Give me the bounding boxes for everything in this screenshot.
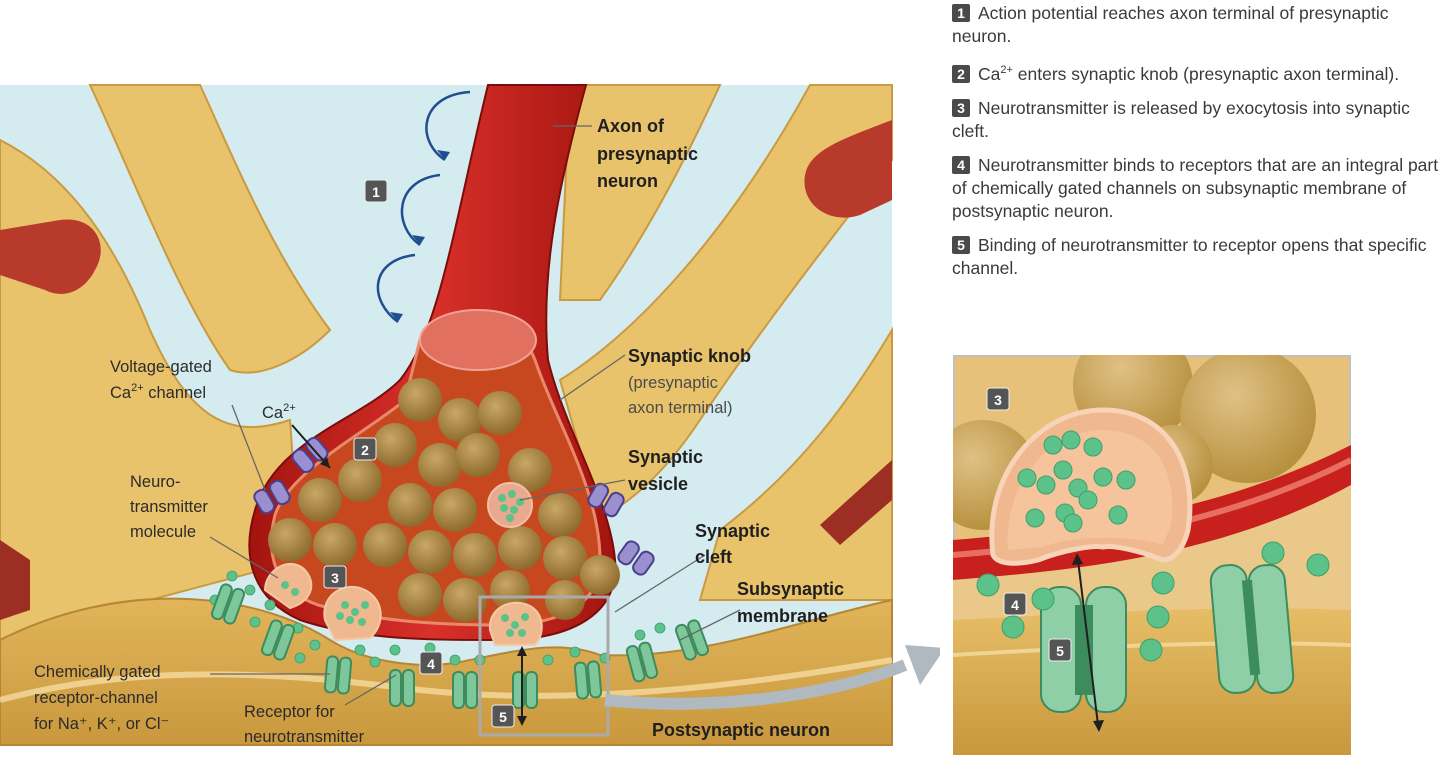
ca-ion-sup: 2+ — [283, 402, 296, 414]
ca-ion-base: Ca — [262, 404, 284, 422]
inset-badge-4-text: 4 — [1011, 597, 1019, 613]
arrowhead-icon — [517, 716, 527, 726]
label-receptor-line1: Receptor for — [244, 703, 335, 721]
step-number-badge: 3 — [952, 98, 970, 117]
step-number-badge: 5 — [952, 235, 970, 254]
label-cgr-line1: Chemically gated — [34, 663, 161, 681]
step-text: Ca2+ enters synaptic knob (presynaptic a… — [978, 64, 1399, 84]
inset-badge-5: 5 — [1048, 638, 1072, 662]
subsynaptic-membrane-line — [0, 657, 893, 703]
step-text: Neurotransmitter is released by exocytos… — [952, 97, 1410, 141]
step-number-badge: 4 — [952, 155, 970, 174]
step-text: Neurotransmitter binds to receptors that… — [952, 154, 1439, 221]
label-knob-line1: Synaptic knob — [628, 346, 751, 366]
step-2: 2 Ca2+ enters synaptic knob (presynaptic … — [952, 59, 1440, 86]
step-text-start: Ca — [978, 63, 1001, 84]
inset-badge-5-text: 5 — [1056, 643, 1064, 659]
step-text-end: enters synaptic knob (presynaptic axon t… — [1012, 63, 1400, 84]
vgc-channel-word: channel — [144, 384, 206, 402]
leader-lines — [209, 125, 741, 706]
axon-stub-left — [0, 219, 101, 294]
label-axon-line2: presynaptic — [597, 144, 698, 164]
label-vesicle-line1: Synaptic — [628, 447, 703, 467]
vgc-ca: Ca — [110, 384, 132, 402]
badge-1-text: 1 — [372, 184, 380, 200]
label-cleft-line2: cleft — [695, 547, 732, 567]
inset-vesicle-interior — [1007, 430, 1173, 550]
badge-4: 4 — [419, 651, 443, 675]
zoom-box — [478, 595, 610, 737]
badge-2-text: 2 — [361, 442, 369, 458]
arrowhead-icon — [517, 646, 527, 656]
label-vgc-line2: Ca2+ channel — [110, 382, 206, 402]
badge-5-text: 5 — [499, 709, 507, 725]
label-cleft-line1: Synaptic — [695, 521, 770, 541]
vgc-ca-sup: 2+ — [131, 382, 144, 394]
label-cgr-line3: for Na⁺, K⁺, or Cl⁻ — [34, 715, 169, 733]
badge-5: 5 — [491, 704, 515, 728]
dendrite-top — [88, 84, 332, 374]
arrowhead-icon — [1072, 553, 1083, 565]
inset-badge-3: 3 — [986, 387, 1010, 411]
step-number-badge: 2 — [952, 64, 970, 83]
badge-3: 3 — [323, 565, 347, 589]
label-ca-ion: Ca2+ — [262, 402, 296, 422]
inset-free-neurotransmitter — [976, 541, 1330, 662]
synaptic-vesicles — [268, 378, 620, 622]
badge-1: 1 — [364, 179, 388, 203]
label-knob-line2: (presynaptic — [628, 374, 718, 392]
voltage-gated-channels — [253, 436, 655, 576]
step-number-badge: 1 — [952, 4, 970, 22]
axon-stub-right — [804, 120, 892, 218]
arrowhead-icon — [1093, 720, 1104, 732]
label-cgr-line2: receptor-channel — [34, 689, 158, 707]
label-nt-line1: Neuro- — [130, 473, 180, 491]
label-subsyn-line1: Subsynaptic — [737, 579, 844, 599]
label-receptor-line2: neurotransmitter — [244, 728, 365, 746]
inset-badge-3-text: 3 — [994, 392, 1002, 408]
axon-stub-right-lower — [820, 460, 892, 545]
dendrite-top-right — [558, 84, 722, 301]
label-nt-line3: molecule — [130, 523, 196, 541]
label-axon-line3: neuron — [597, 171, 658, 191]
action-potential-arrows — [376, 90, 471, 324]
zoom-arrow — [604, 659, 908, 710]
inset-opening-arrow — [1077, 559, 1099, 726]
synapse-diagram: Axon of presynaptic neuron Synaptic knob… — [0, 84, 940, 746]
axon-stub-left-lower — [0, 540, 30, 620]
zoomed-synapse-inset: 3 4 5 — [953, 355, 1351, 755]
label-knob-line3: axon terminal) — [628, 399, 733, 417]
label-subsyn-line2: membrane — [737, 606, 828, 626]
axon-lumen — [419, 309, 537, 371]
exocytosis-pocket — [263, 563, 543, 646]
inset-badge-4: 4 — [1003, 592, 1027, 616]
badge-4-text: 4 — [427, 656, 435, 672]
step-text: Action potential reaches axon terminal o… — [952, 3, 1389, 46]
label-vesicle-line2: vesicle — [628, 474, 688, 494]
label-axon-line1: Axon of — [597, 116, 665, 136]
label-vgc-line1: Voltage-gated — [110, 358, 212, 376]
step-text: Binding of neurotransmitter to receptor … — [952, 234, 1427, 278]
label-postsynaptic: Postsynaptic neuron — [652, 720, 830, 740]
label-nt-line2: transmitter — [130, 498, 208, 516]
inset-open-channel — [1040, 586, 1127, 713]
badge-2: 2 — [353, 437, 377, 461]
inset-closed-channel — [1209, 564, 1295, 694]
badge-3-text: 3 — [331, 570, 339, 586]
inset-vesicle — [1180, 355, 1316, 483]
inset-neurotransmitter-in-vesicle — [1017, 430, 1136, 533]
arrowheads — [390, 150, 450, 322]
synaptic-vesicle-filled — [487, 482, 533, 528]
arrowhead-icon — [320, 457, 330, 468]
zoom-arrowhead-icon — [905, 645, 940, 685]
step-text-superscript: 2+ — [1000, 64, 1013, 76]
